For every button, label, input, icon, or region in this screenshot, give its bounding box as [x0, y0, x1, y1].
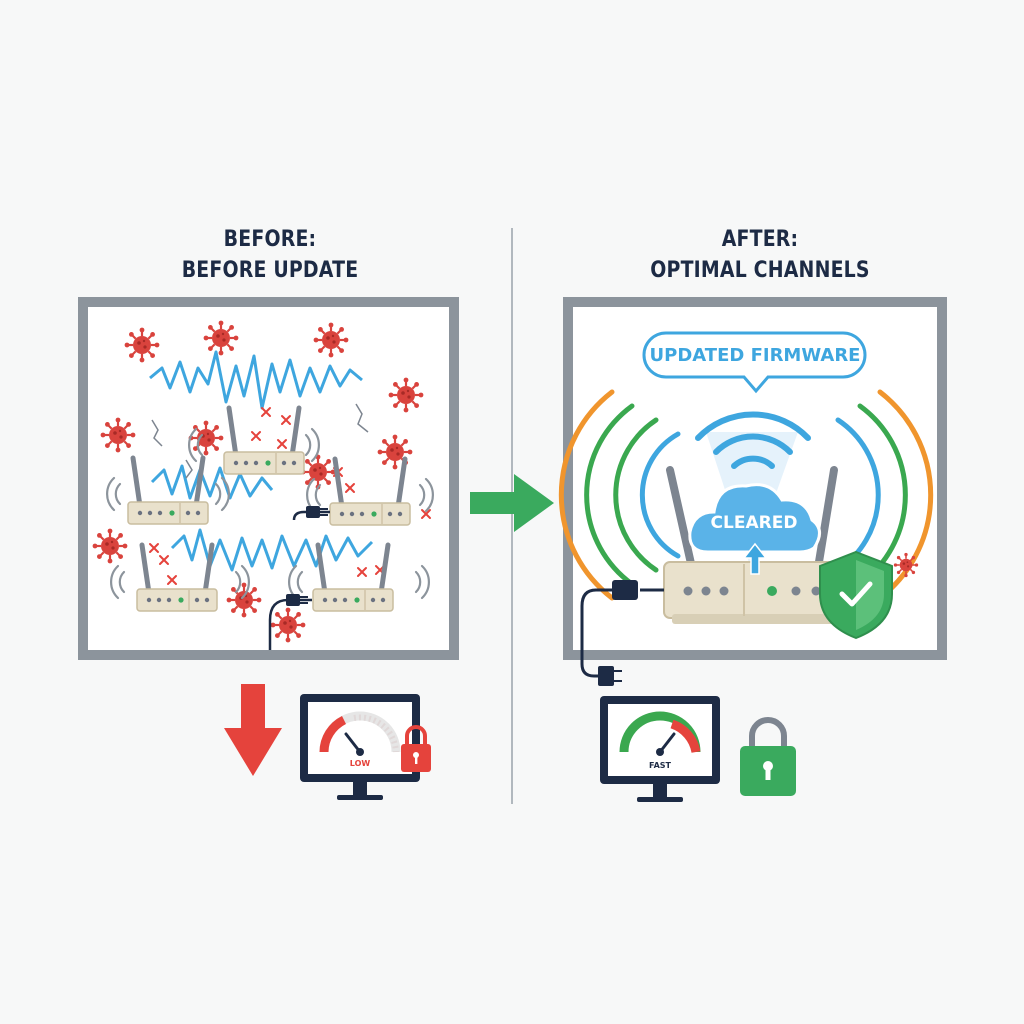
- virus-icon: [387, 376, 425, 414]
- virus-icon: [893, 552, 919, 578]
- shield-check-icon: [819, 550, 893, 640]
- upload-arrow-icon: [742, 542, 768, 575]
- arrow-right-icon: [470, 474, 554, 532]
- virus-icon: [376, 433, 414, 471]
- speed-gauge-icon: FAST: [619, 711, 701, 770]
- virus-icon: [299, 453, 337, 491]
- virus-icon: [225, 581, 263, 619]
- wifi-arcs: [695, 411, 811, 469]
- speed-gauge-icon: LOW: [319, 711, 401, 768]
- low-speed-label: LOW: [350, 759, 371, 768]
- before-heading: BEFORE: BEFORE UPDATE: [158, 224, 382, 286]
- after-heading: AFTER: OPTIMAL CHANNELS: [640, 224, 881, 286]
- firmware-callout-text: UPDATED FIRMWARE: [650, 345, 861, 366]
- broken-signal-marks: [151, 403, 369, 479]
- power-plug-icon: [292, 506, 330, 521]
- virus-icon: [202, 319, 240, 357]
- virus-icon: [269, 606, 307, 644]
- arrow-down-icon: [224, 684, 282, 776]
- power-plug-icon: [268, 594, 312, 650]
- before-heading-line1: BEFORE:: [223, 227, 317, 252]
- firmware-callout: UPDATED FIRMWARE: [642, 331, 867, 394]
- before-heading-line2: BEFORE UPDATE: [181, 258, 359, 283]
- fast-speed-label: FAST: [649, 761, 672, 770]
- virus-icon: [99, 416, 137, 454]
- power-plug-icon: [580, 580, 664, 686]
- virus-icon: [187, 419, 225, 457]
- after-heading-line1: AFTER:: [721, 227, 799, 252]
- virus-icon: [312, 321, 350, 359]
- virus-icon: [91, 527, 129, 565]
- interference-waves: [149, 350, 374, 572]
- after-heading-line2: OPTIMAL CHANNELS: [650, 258, 870, 283]
- cleared-label: CLEARED: [711, 513, 798, 533]
- router-antennas: [666, 466, 838, 572]
- padlock-icon: [401, 725, 431, 772]
- virus-icon: [123, 326, 161, 364]
- router-icon: [663, 561, 843, 624]
- cloud-icon: CLEARED: [688, 483, 821, 554]
- padlock-icon: [740, 717, 796, 796]
